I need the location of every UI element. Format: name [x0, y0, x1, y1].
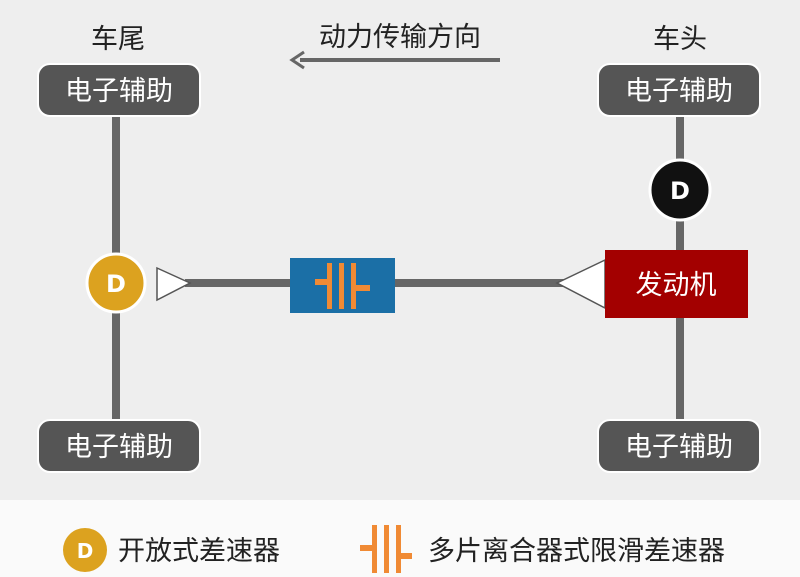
open-diff-legend-icon	[63, 528, 107, 572]
svg-text:发动机: 发动机	[636, 270, 717, 301]
rear-label: 车尾	[91, 24, 145, 55]
svg-text:D: D	[106, 270, 126, 298]
legend-lsd: 多片离合器式限滑差速器	[360, 525, 725, 573]
front-bottom-assist-box: 电子辅助	[597, 419, 761, 473]
svg-text:电子辅助: 电子辅助	[625, 432, 733, 463]
left-arrow-icon	[289, 50, 500, 70]
svg-text:电子辅助: 电子辅助	[65, 432, 173, 463]
engine-box: 发动机	[605, 250, 748, 318]
rear-top-assist-box: 电子辅助	[37, 63, 201, 117]
rear-bottom-assist-box: 电子辅助	[37, 419, 201, 473]
clutch-legend-icon	[360, 525, 412, 573]
rear-gear-cone-icon	[156, 266, 192, 302]
svg-text:电子辅助: 电子辅助	[65, 76, 173, 107]
rear-open-differential: D	[85, 252, 147, 314]
clutch-icon	[315, 263, 370, 309]
svg-text:D: D	[670, 177, 690, 205]
svg-text:多片离合器式限滑差速器: 多片离合器式限滑差速器	[428, 536, 725, 567]
center-clutch-lsd	[290, 258, 395, 313]
legend-open-diff: D 开放式差速器	[63, 528, 280, 572]
svg-text:电子辅助: 电子辅助	[625, 76, 733, 107]
power-direction-label: 动力传输方向	[319, 22, 481, 53]
front-open-differential: D	[648, 158, 712, 222]
front-top-assist-box: 电子辅助	[597, 63, 761, 117]
svg-text:开放式差速器: 开放式差速器	[118, 536, 280, 567]
front-label: 车头	[653, 24, 707, 55]
svg-text:D: D	[77, 539, 94, 563]
